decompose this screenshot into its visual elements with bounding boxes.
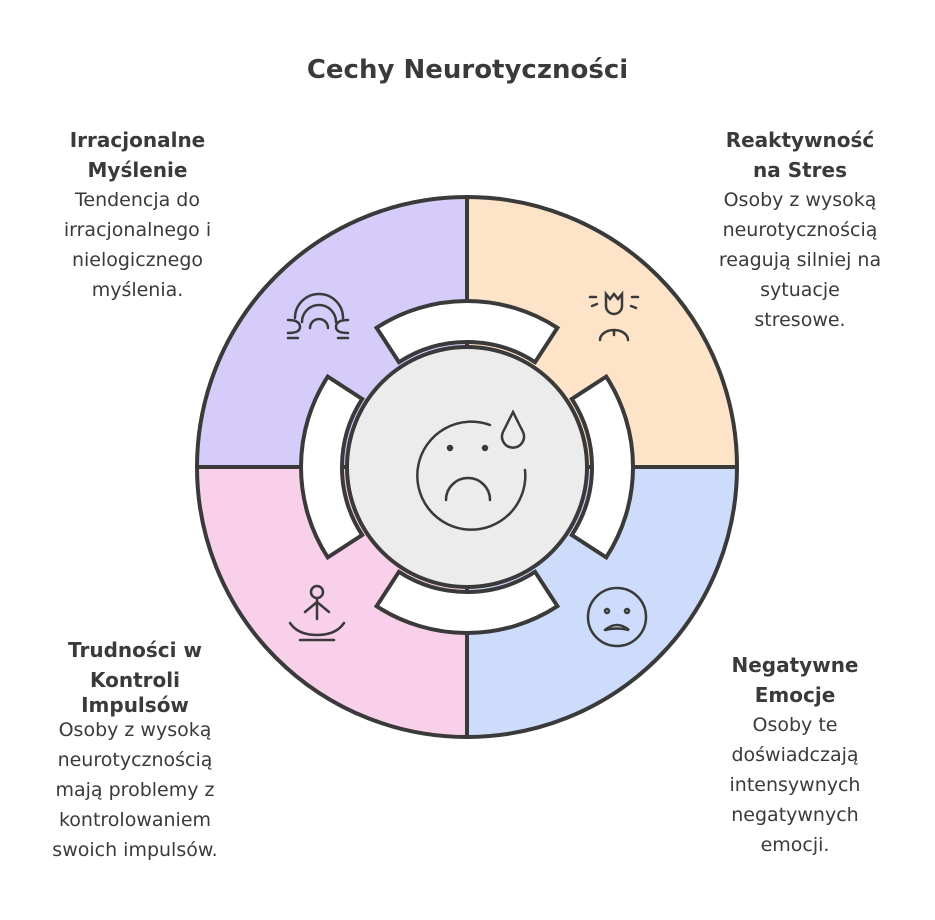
section-text: Osoby te doświadczają intensywnych negatywn…	[680, 710, 910, 860]
center-circle	[345, 345, 589, 589]
text-line: myślenia.	[91, 279, 184, 301]
text-line: doświadczają	[731, 744, 859, 766]
text-line: Tendencja do	[75, 189, 200, 211]
text-line: neurotycznością	[57, 749, 213, 771]
text-line: Osoby z wysoką	[723, 189, 877, 211]
heading-line: Trudności w	[68, 638, 202, 662]
text-line: reagują silniej na	[718, 249, 882, 271]
text-line: Osoby z wysoką	[58, 719, 212, 741]
meditation-icon	[288, 584, 346, 642]
section-text: Osoby z wysoką neurotycznością mają proble…	[15, 715, 255, 865]
section-text: Osoby z wysoką neurotycznością reagują sil…	[680, 185, 920, 335]
text-line: mają problemy z	[55, 779, 215, 801]
ring-segment-left	[299, 373, 365, 561]
rainbow-icon	[286, 292, 350, 340]
ring-segment-right	[569, 373, 635, 561]
diagram-title: Cechy Neurotyczności	[306, 55, 629, 85]
heading-line: Negatywne	[731, 653, 859, 677]
text-line: irracjonalnego i	[63, 219, 212, 241]
heading-line: Impulsów	[81, 693, 189, 717]
text-line: stresowe.	[754, 309, 846, 331]
text-line: neurotycznością	[722, 219, 878, 241]
text-line: kontrolowaniem	[58, 809, 212, 831]
section-text: Tendencja do irracjonalnego i nielogiczneg…	[20, 185, 255, 305]
sad-sweating-face-icon	[416, 409, 527, 531]
section-heading: Reaktywność na Stres	[680, 125, 920, 185]
heading-line: Reaktywność	[725, 128, 875, 152]
heading-line: Emocje	[754, 683, 836, 707]
text-line: intensywnych	[729, 774, 861, 796]
heading-line: Irracjonalne	[69, 128, 206, 152]
anxious-face-icon	[586, 586, 648, 648]
heading-line: Kontroli	[90, 668, 180, 692]
text-line: swoich impulsów.	[52, 839, 218, 861]
ring-segment-top	[373, 299, 561, 365]
text-line: sytuacje	[760, 279, 840, 301]
text-line: nielogicznego	[71, 249, 204, 271]
text-line: Osoby te	[752, 714, 838, 736]
section-reaktywnosc: Reaktywność na Stres Osoby z wysoką neurot…	[680, 125, 920, 335]
heading-line: Myślenie	[87, 158, 188, 182]
text-line: emocji.	[760, 834, 830, 856]
stressed-person-icon	[588, 290, 640, 342]
ring-segment-bottom	[373, 569, 561, 635]
text-line: negatywnych	[731, 804, 859, 826]
heading-line: na Stres	[753, 158, 847, 182]
